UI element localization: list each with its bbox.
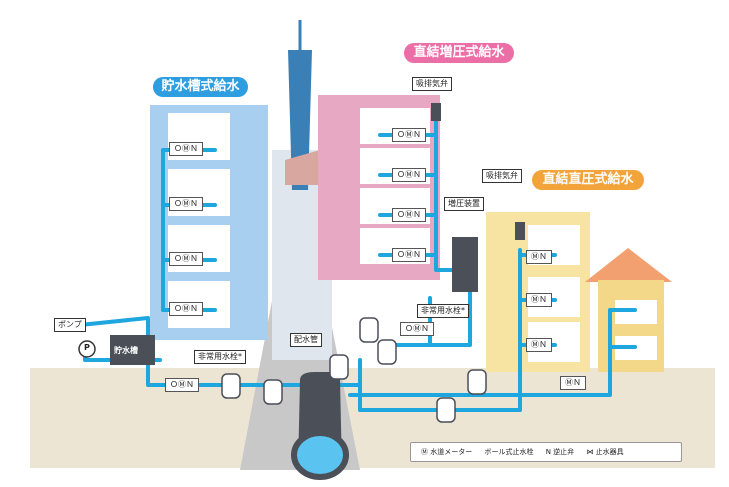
meter-tank-4: ＯⓂＮ <box>169 302 203 316</box>
meter-house-main: ⓂＮ <box>560 376 586 390</box>
water-tank-label: 貯水槽 <box>114 346 138 355</box>
direct-supply-title: 直結直圧式給水 <box>532 170 644 190</box>
legend: Ⓜ 水道メーター ボール式止水栓 N 逆止弁 ⋈ 止水器具 <box>410 442 682 462</box>
meter-tank-2: ＯⓂＮ <box>169 197 203 211</box>
legend-ball-valve: ボール式止水栓 <box>484 448 534 456</box>
meter-booster-3: ＯⓂＮ <box>392 208 426 222</box>
meter-tank-3: ＯⓂＮ <box>169 252 203 266</box>
distant-building <box>285 150 320 185</box>
booster-supply-title: 直結増圧式給水 <box>404 43 514 63</box>
air-valve-direct-label: 吸排気弁 <box>482 169 522 183</box>
meter-booster-main: ＯⓂＮ <box>400 322 434 336</box>
meter-direct-2: ⓂＮ <box>526 293 552 307</box>
pump-symbol: P <box>84 343 90 352</box>
air-valve-booster-label: 吸排気弁 <box>412 77 452 91</box>
house-roof <box>585 248 672 282</box>
booster-device <box>452 237 478 292</box>
air-valve-booster <box>431 103 441 121</box>
stop-valves <box>221 317 487 423</box>
meter-tank-1: ＯⓂＮ <box>169 142 203 156</box>
meter-booster-4: ＯⓂＮ <box>392 248 426 262</box>
main-pipe-opening <box>291 430 349 480</box>
water-tank-body <box>110 335 155 365</box>
booster-device-label: 増圧装置 <box>444 197 484 211</box>
meter-booster-1: ＯⓂＮ <box>392 128 426 142</box>
meter-direct-3: ⓂＮ <box>526 338 552 352</box>
pump-label: ポンプ <box>54 318 86 332</box>
meter-booster-2: ＯⓂＮ <box>392 168 426 182</box>
emergency-faucet-tank-label: 非常用水栓* <box>194 350 246 364</box>
meter-tank-main: ＯⓂＮ <box>165 378 199 392</box>
legend-meter: Ⓜ 水道メーター <box>421 448 473 456</box>
emergency-faucet-booster-label: 非常用水栓* <box>417 304 469 318</box>
meter-direct-1: ⓂＮ <box>526 250 552 264</box>
tank-supply-title: 貯水槽式給水 <box>153 77 248 97</box>
pump-icon <box>78 340 96 358</box>
legend-check-valve: N 逆止弁 <box>545 448 575 456</box>
legend-stop-valve: ⋈ 止水器具 <box>586 448 624 456</box>
air-valve-direct <box>515 222 525 240</box>
main-pipe-label: 配水管 <box>290 333 322 347</box>
